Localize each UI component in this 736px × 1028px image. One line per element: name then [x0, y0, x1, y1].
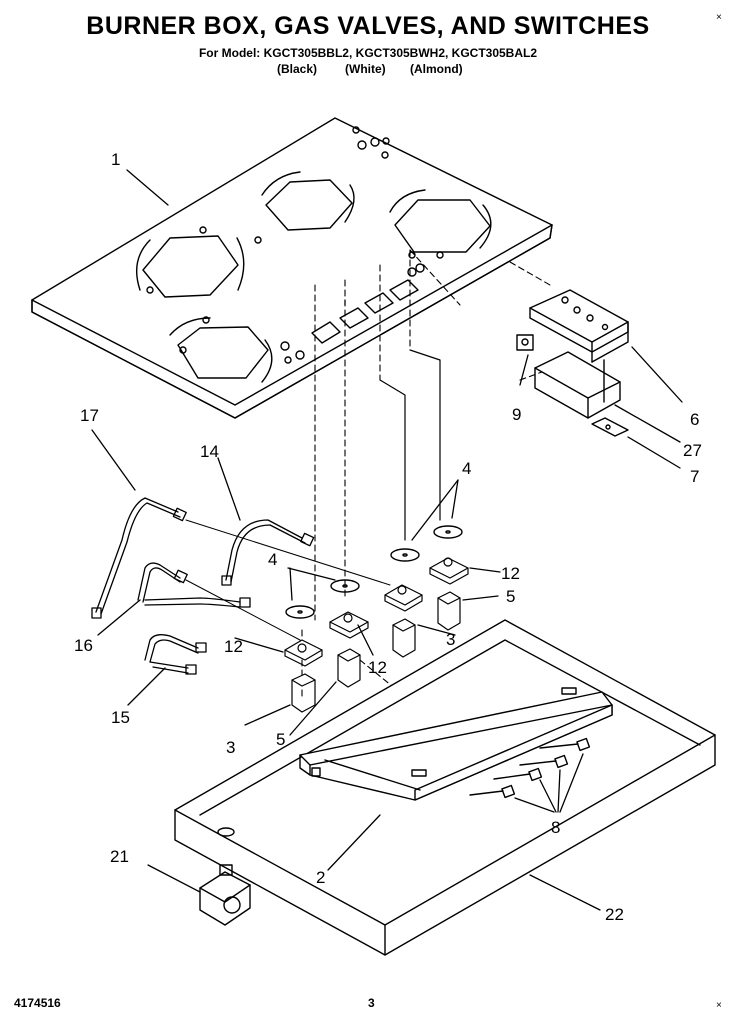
pressure-regulator-part-21 — [199, 864, 251, 926]
callout-16: 16 — [74, 636, 93, 655]
burner-opening-rear-left — [142, 235, 239, 298]
callout-14: 14 — [200, 442, 219, 461]
page-title: BURNER BOX, GAS VALVES, AND SWITCHES — [86, 12, 650, 40]
burner-opening-rear-center — [265, 179, 353, 231]
callout-12-right: 12 — [501, 564, 520, 583]
callout-21: 21 — [110, 847, 129, 866]
burner-opening-front — [177, 326, 269, 379]
wire-routing — [344, 299, 441, 541]
callout-22: 22 — [605, 905, 624, 924]
gas-tube-part-17 — [91, 497, 187, 619]
callout-3-right: 3 — [446, 630, 455, 649]
knob-seals-part-4 — [285, 525, 463, 619]
callout-6: 6 — [690, 410, 699, 429]
gas-tube-part-15 — [144, 634, 207, 675]
callout-9: 9 — [512, 405, 521, 424]
variant-almond: (Almond) — [410, 62, 463, 76]
callout-12-left: 12 — [224, 637, 243, 656]
callout-4-right: 4 — [462, 459, 471, 478]
callout-12-center: 12 — [368, 658, 387, 677]
gas-tube-part-16 — [137, 562, 251, 608]
model-line: For Model: KGCT305BBL2, KGCT305BWH2, KGC… — [198, 46, 538, 60]
callout-5-right: 5 — [506, 587, 515, 606]
switch-module-part-27 — [534, 351, 621, 419]
callout-17: 17 — [80, 406, 99, 425]
tube-line — [185, 579, 301, 641]
callout-3-left: 3 — [226, 738, 235, 757]
callout-8: 8 — [551, 818, 560, 837]
cooktop-part-1 — [31, 117, 553, 419]
corner-mark-top: × — [716, 12, 722, 23]
callout-15: 15 — [111, 708, 130, 727]
callout-4-left: 4 — [268, 550, 277, 569]
document-code: 4174516 — [14, 996, 61, 1010]
callout-2: 2 — [316, 868, 325, 887]
callout-1: 1 — [111, 150, 120, 169]
corner-mark-bottom: × — [716, 1000, 722, 1011]
burner-tray-part-2 — [299, 687, 613, 801]
bracket-part-7 — [591, 417, 629, 437]
variant-white: (White) — [345, 62, 386, 76]
callout-5-left: 5 — [276, 730, 285, 749]
tube-line — [185, 519, 391, 586]
leader-arrows — [91, 169, 683, 911]
clip-part-9 — [516, 334, 534, 351]
page-number: 3 — [368, 996, 375, 1010]
screws-part-8 — [469, 737, 591, 799]
gas-tube-part-14 — [221, 519, 315, 586]
callout-27: 27 — [683, 441, 702, 460]
switch-housing-part-6 — [529, 289, 629, 363]
callout-7: 7 — [690, 467, 699, 486]
variant-black: (Black) — [277, 62, 318, 76]
